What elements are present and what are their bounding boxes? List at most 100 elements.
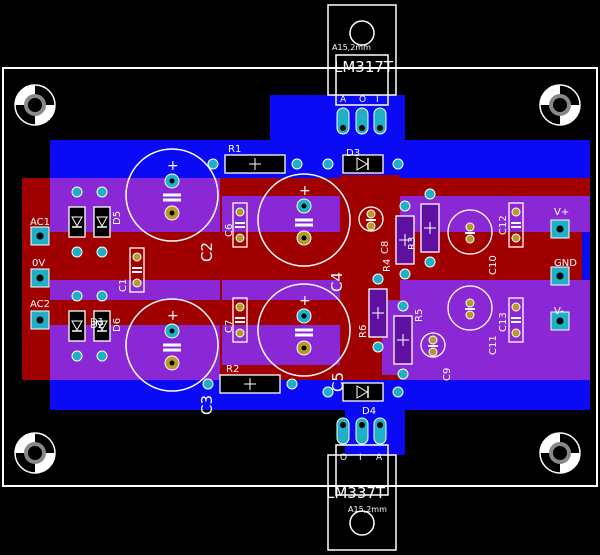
regulator-top-part: LM317T	[334, 58, 394, 76]
label-c5: C5	[329, 372, 347, 392]
electrolytic-caps: ++++	[125, 148, 493, 392]
component-labels: R1 R2 R3 R4 R5 R6 D1 D2 D3 D4 D5 D6 C1 C…	[90, 144, 509, 417]
pin-a: A	[340, 95, 347, 105]
connectors-right: V+ GND V-	[554, 207, 577, 317]
label-d6: D6	[112, 318, 123, 332]
electrolytic-capacitor: +	[257, 173, 351, 267]
diode-pad	[96, 290, 108, 302]
diode-pad	[96, 246, 108, 258]
connector-pad	[30, 268, 50, 288]
cap-pad	[428, 347, 438, 357]
heatsink-label: A15,2mm	[348, 505, 387, 514]
diode-pad	[392, 158, 404, 170]
cap-pad	[366, 221, 376, 231]
resistor-pad	[424, 256, 436, 268]
film-capacitor	[232, 202, 248, 248]
label-c7: C7	[224, 320, 235, 333]
regulator-bottom-part: LM337T	[326, 484, 386, 502]
connector-pad	[30, 310, 50, 330]
small-electrolytic-capacitor	[420, 332, 446, 358]
label-c8: C8	[380, 241, 391, 254]
connector-label-vplus: V+	[554, 207, 569, 218]
label-c3: C3	[198, 395, 216, 415]
pin-o: O	[340, 453, 347, 463]
polarity-plus: +	[167, 308, 179, 324]
label-c4: C4	[328, 272, 346, 292]
mounting-holes	[14, 84, 581, 474]
cap-pad	[235, 302, 245, 312]
mounting-hole-icon	[14, 84, 56, 126]
diode-pad	[96, 186, 108, 198]
cap-pad	[235, 233, 245, 243]
pin-i: I	[376, 95, 379, 105]
electrolytic-capacitor: +	[125, 148, 219, 242]
mounting-hole-icon	[539, 84, 581, 126]
diode	[93, 290, 111, 362]
regulator-pads	[336, 107, 387, 445]
cap-pad	[132, 252, 142, 262]
regulator-bottom: O I A LM337T A15,2mm	[326, 444, 397, 551]
cap-pad	[511, 302, 521, 312]
resistor-pad	[399, 268, 411, 280]
regulator-pin-pad	[336, 417, 350, 445]
mounting-hole-icon	[539, 432, 581, 474]
diode-pad	[392, 386, 404, 398]
pin-i: I	[359, 453, 362, 463]
cap-pad	[465, 298, 475, 308]
cap-pad	[511, 207, 521, 217]
diode	[322, 382, 404, 402]
connector-pad	[30, 226, 50, 246]
film-capacitor	[508, 297, 524, 343]
connector-label-vminus: V-	[554, 306, 564, 317]
diode	[93, 186, 111, 258]
small-electrolytic-capacitor	[447, 209, 493, 255]
cap-pad	[235, 328, 245, 338]
small-components	[30, 154, 570, 402]
resistor-pad	[372, 273, 384, 285]
label-c12: C12	[498, 215, 509, 235]
resistor-pad	[397, 368, 409, 380]
connector-pad	[550, 266, 570, 286]
mounting-hole-icon	[14, 432, 56, 474]
regulator-pin-pad	[373, 417, 387, 445]
cap-pad	[428, 335, 438, 345]
label-c9: C9	[442, 368, 453, 381]
regulator-top: A15,2mm LM317T A O I	[327, 4, 397, 106]
resistor	[393, 300, 413, 380]
film-capacitor	[129, 247, 145, 293]
cap-pad	[235, 207, 245, 217]
label-c6: C6	[224, 224, 235, 237]
film-capacitor	[508, 202, 524, 248]
heatsink-outline	[327, 454, 397, 551]
regulator-pin-pad	[355, 417, 369, 445]
label-c13: C13	[498, 312, 509, 332]
cap-pad	[465, 222, 475, 232]
connector-pad	[550, 219, 570, 239]
regulator-pin-pad	[373, 107, 387, 135]
resistor	[420, 188, 440, 268]
label-c2: C2	[198, 242, 216, 262]
film-capacitor	[232, 297, 248, 343]
label-d3: D3	[346, 148, 360, 159]
label-r1: R1	[228, 144, 241, 155]
label-d5: D5	[112, 211, 123, 225]
small-electrolytic-capacitor	[358, 206, 384, 232]
regulator-pin-pad	[336, 107, 350, 135]
label-r6: R6	[358, 325, 369, 338]
heatsink-hole-icon	[349, 510, 375, 536]
resistor-pad	[397, 300, 409, 312]
resistor-pad	[424, 188, 436, 200]
resistor	[368, 273, 388, 353]
cap-pad	[132, 278, 142, 288]
connector-label-ac1: AC1	[30, 217, 50, 228]
label-r2: R2	[226, 364, 239, 375]
diode-pad	[71, 246, 83, 258]
regulator-pin-pad	[355, 107, 369, 135]
pin-a: A	[376, 453, 383, 463]
diode	[322, 154, 404, 174]
cap-pad	[465, 310, 475, 320]
label-d4: D4	[362, 406, 376, 417]
diode	[68, 290, 86, 362]
label-r5: R5	[414, 309, 425, 322]
